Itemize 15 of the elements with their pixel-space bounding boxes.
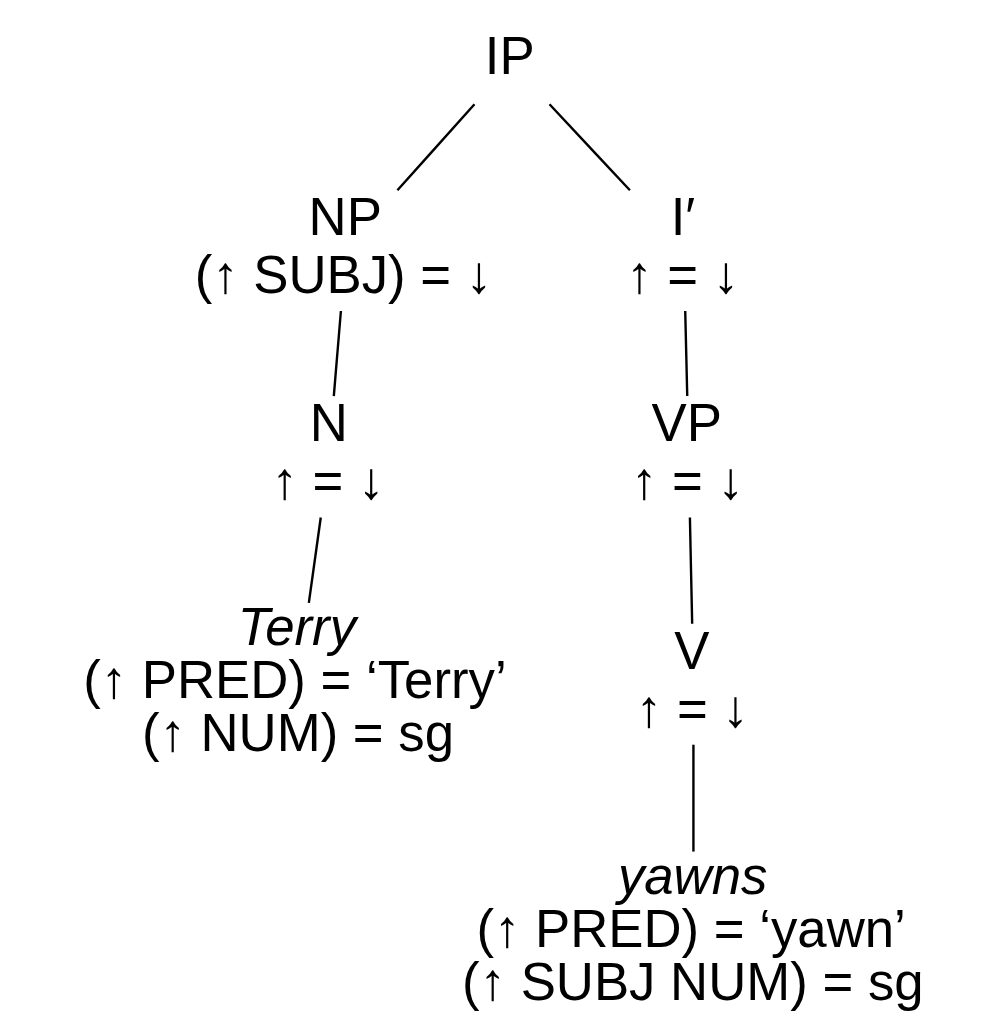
connector	[691, 744, 695, 852]
node-text: I′ ↑ = ↓	[625, 187, 739, 304]
node-text: VP ↑ = ↓	[630, 393, 744, 510]
node-text: V ↑ = ↓	[635, 621, 749, 738]
connector	[332, 310, 342, 397]
node-text: Terry (↑ PRED) = ‘Terry’ (↑ NUM) = sg	[82, 597, 507, 762]
node-text: yawns (↑ PRED) = ‘yawn’ (↑ SUBJ NUM) = sg	[461, 846, 924, 1011]
connector	[688, 517, 693, 624]
connector	[548, 103, 631, 192]
node-text: N ↑ = ↓	[270, 393, 384, 510]
node-text: IP	[484, 26, 535, 86]
connector	[396, 103, 475, 192]
connector	[683, 311, 688, 397]
connector	[307, 517, 322, 603]
node-text: NP (↑ SUBJ) = ↓	[194, 187, 492, 304]
